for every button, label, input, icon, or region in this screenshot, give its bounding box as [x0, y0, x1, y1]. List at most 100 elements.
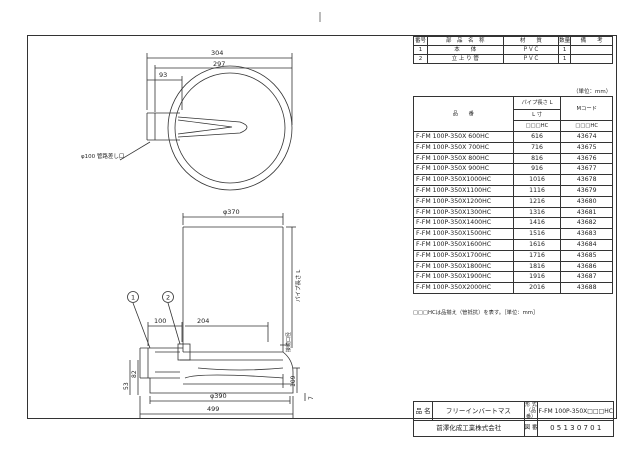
- callout-2: 2: [166, 294, 170, 302]
- dim-phi100: φ100 管路差し口: [81, 152, 124, 160]
- callout-1: 1: [131, 294, 135, 302]
- parts-header-row: 番号 部 品 名 称 材 質 数量 備 考: [413, 36, 613, 46]
- m-code: 43687: [560, 271, 613, 284]
- pipe-length: 1816: [512, 260, 562, 273]
- pipe-length: 1316: [512, 206, 562, 219]
- top-view: [119, 53, 293, 191]
- dim-109: 109: [290, 375, 297, 387]
- drawing-no-label: 図 番: [523, 420, 539, 437]
- title-block: 品 名 フリーインバートマス 形 式（品番） F-FM 100P-350X□□□…: [412, 401, 614, 437]
- title-row: 品 名 フリーインバートマス 形 式（品番） F-FM 100P-350X□□□…: [412, 401, 614, 421]
- m-code: 43686: [560, 260, 613, 273]
- name-label: 品 名: [412, 401, 434, 421]
- product-code: F-FM 100P-350X1800HC: [413, 260, 514, 273]
- drawing-border: [27, 35, 617, 419]
- dim-297: 297: [213, 60, 225, 68]
- col-length-header: パイプ長さ L: [512, 96, 562, 110]
- spec-header-row: □□□HC □□□HC: [414, 120, 613, 132]
- dim-phi390: φ390: [210, 392, 227, 400]
- pipe-length: 1016: [512, 174, 562, 186]
- model-label: 形 式（品番）: [523, 401, 539, 421]
- product-code: F-FM 100P-350X1500HC: [413, 228, 514, 240]
- dim-phi370: φ370: [223, 208, 240, 216]
- table-row: 1 本 体 ＰＶＣ 1: [413, 45, 613, 55]
- product-code: F-FM 100P-350X1700HC: [413, 249, 514, 262]
- product-code: F-FM 100P-350X 700HC: [413, 141, 514, 154]
- parts-header: 備 考: [570, 36, 613, 46]
- product-code: F-FM 100P-350X1900HC: [413, 271, 514, 284]
- parts-header: 番号: [413, 36, 428, 46]
- pipe-length: 2016: [512, 282, 562, 294]
- dim-304: 304: [211, 49, 223, 57]
- drawing-no-value: 0 5 1 3 0 7 0 1: [537, 420, 614, 437]
- m-code: 43683: [560, 228, 613, 240]
- hc-placeholder: □□□HC: [560, 120, 613, 132]
- parts-header: 部 品 名 称: [426, 36, 504, 46]
- part-no: 2: [413, 54, 428, 64]
- m-code: 43678: [560, 174, 613, 186]
- part-qty: 1: [558, 45, 572, 55]
- pipe-length: 1216: [512, 195, 562, 208]
- m-code: 43685: [560, 249, 613, 262]
- product-code: F-FM 100P-350X 800HC: [413, 152, 514, 165]
- part-name: 立 上 り 管: [426, 54, 504, 64]
- part-material: ＰＶＣ: [502, 45, 560, 55]
- part-name: 本 体: [426, 45, 504, 55]
- col-name-header: 品 番: [413, 96, 514, 132]
- model-value: F-FM 100P-350X□□□HC: [537, 401, 614, 421]
- m-code: 43674: [560, 131, 613, 143]
- dim-53: 53: [123, 382, 130, 390]
- title-row: 前澤化成工業株式会社 図 番 0 5 1 3 0 7 0 1: [413, 420, 614, 437]
- front-view: [127, 213, 306, 418]
- product-name: フリーインバートマス: [432, 401, 525, 421]
- part-no: 1: [413, 45, 428, 55]
- spec-table: 品 番 パイプ長さ L Mコード L 寸 □□□HC □□□HC F-FM 10…: [413, 96, 613, 294]
- pipe-length: 816: [512, 152, 562, 165]
- m-code: 43680: [560, 195, 613, 208]
- product-code: F-FM 100P-350X1200HC: [413, 195, 514, 208]
- dim-7: 7: [308, 396, 315, 400]
- product-code: F-FM 100P-350X1600HC: [413, 238, 514, 251]
- dim-100: 100: [154, 317, 166, 325]
- pipe-length: 1416: [512, 217, 562, 230]
- parts-header: 材 質: [502, 36, 560, 46]
- product-code: F-FM 100P-350X1100HC: [413, 184, 514, 197]
- table-row: 2 立 上 り 管 ＰＶＣ 1: [413, 54, 613, 64]
- product-code: F-FM 100P-350X1000HC: [413, 174, 514, 186]
- col-length-sub-header: L 寸: [512, 109, 562, 121]
- m-code: 43688: [560, 282, 613, 294]
- parts-header: 数量: [558, 36, 572, 46]
- pipe-length: 616: [512, 131, 562, 143]
- dim-499: 499: [207, 405, 219, 413]
- pipe-length: 716: [512, 141, 562, 154]
- m-code: 43681: [560, 206, 613, 219]
- product-code: F-FM 100P-350X 600HC: [413, 131, 514, 143]
- m-code: 43675: [560, 141, 613, 154]
- m-code: 43677: [560, 163, 613, 176]
- pipe-length: 1916: [512, 271, 562, 284]
- part-material: ＰＶＣ: [502, 54, 560, 64]
- pipe-length: 1516: [512, 228, 562, 240]
- dim-82: 82: [131, 370, 138, 378]
- hc-placeholder: □□□HC: [512, 120, 562, 132]
- part-remarks: [570, 54, 613, 64]
- part-remarks: [570, 45, 613, 55]
- col-mcode-header: Mコード: [560, 96, 613, 121]
- product-code: F-FM 100P-350X 900HC: [413, 163, 514, 176]
- m-code: 43682: [560, 217, 613, 230]
- unit-label: （単位：mm）: [573, 89, 612, 95]
